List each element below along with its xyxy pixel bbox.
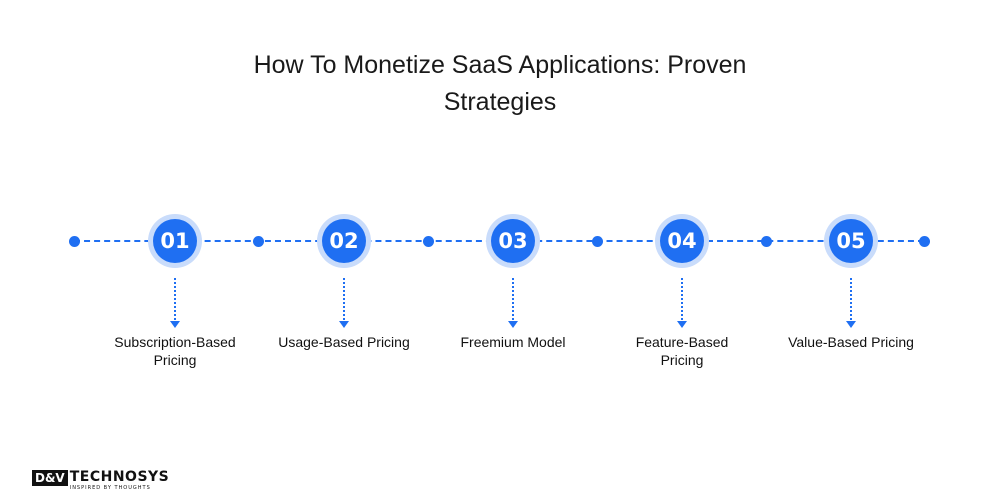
arrow-down-icon <box>174 278 176 324</box>
timeline-dot <box>760 236 772 247</box>
timeline-dot <box>591 236 603 247</box>
title-line-2: Strategies <box>443 87 557 116</box>
logo-tagline: INSPIRED BY THOUGHTS <box>69 485 151 491</box>
timeline-dot <box>252 236 264 247</box>
step-label-3: Freemium Model <box>428 333 598 351</box>
step-number-4: 04 <box>660 219 704 263</box>
step-label-1-line-2: Pricing <box>153 352 197 368</box>
step-number-5: 05 <box>829 219 873 263</box>
arrow-down-icon <box>850 278 852 324</box>
title-line-1: How To Monetize SaaS Applications: Prove… <box>253 50 747 79</box>
step-label-4: Feature-Based Pricing <box>597 333 767 369</box>
timeline-dot-start <box>68 236 80 247</box>
step-number-1: 01 <box>153 219 197 263</box>
company-logo: D&V TECHNOSYS INSPIRED BY THOUGHTS <box>32 470 169 494</box>
step-number-2: 02 <box>322 219 366 263</box>
step-label-5-line-1: Value-Based Pricing <box>788 334 914 350</box>
step-node-3: 03 <box>486 214 540 268</box>
arrow-head-icon <box>846 321 856 328</box>
step-node-2: 02 <box>317 214 371 268</box>
timeline-dot-end <box>918 236 930 247</box>
step-label-2-line-1: Usage-Based Pricing <box>278 334 410 350</box>
step-label-4-line-2: Pricing <box>660 352 704 368</box>
step-label-2: Usage-Based Pricing <box>259 333 429 351</box>
step-node-1: 01 <box>148 214 202 268</box>
logo-name: TECHNOSYS <box>69 469 170 485</box>
arrow-head-icon <box>677 321 687 328</box>
arrow-down-icon <box>343 278 345 324</box>
step-node-5: 05 <box>824 214 878 268</box>
diagram-title: How To Monetize SaaS Applications: Prove… <box>0 47 1000 121</box>
logo-mark: D&V <box>32 470 68 486</box>
timeline-dot <box>422 236 434 247</box>
step-label-3-line-1: Freemium Model <box>460 334 566 350</box>
arrow-head-icon <box>339 321 349 328</box>
step-label-1: Subscription-Based Pricing <box>90 333 260 369</box>
logo-wordmark: TECHNOSYS INSPIRED BY THOUGHTS <box>69 469 170 492</box>
step-label-1-line-1: Subscription-Based <box>114 334 236 350</box>
step-number-3: 03 <box>491 219 535 263</box>
arrow-down-icon <box>681 278 683 324</box>
arrow-head-icon <box>508 321 518 328</box>
step-node-4: 04 <box>655 214 709 268</box>
arrow-head-icon <box>170 321 180 328</box>
step-label-5: Value-Based Pricing <box>766 333 936 351</box>
arrow-down-icon <box>512 278 514 324</box>
step-label-4-line-1: Feature-Based <box>635 334 729 350</box>
